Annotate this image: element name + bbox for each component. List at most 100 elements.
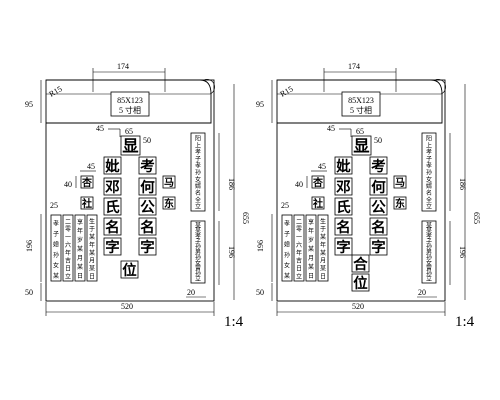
left-col-text-4-char: 某 — [89, 234, 95, 241]
right-lower-text-char: 曾 — [195, 264, 201, 272]
char-she-box — [80, 196, 94, 210]
left-col-box-4 — [86, 214, 98, 282]
left-col-text-4-char: 某 — [320, 266, 326, 273]
left-col-text-3-char: 岁 — [77, 236, 83, 244]
left-col-text-2-char: 二 — [65, 218, 71, 225]
left-col-text-2-char: 吉 — [296, 258, 302, 265]
char-wei: 位 — [353, 274, 368, 292]
right-lower-text-char: 子 — [426, 238, 432, 245]
dim-186: 186 — [227, 178, 236, 190]
left-col-text-3-char: 享 — [308, 218, 314, 226]
left-col-box-2 — [62, 214, 74, 282]
right-lower-text-char: 曾 — [426, 264, 432, 272]
char-ming-left: 名 — [336, 218, 350, 236]
char-ma-box — [162, 175, 176, 189]
right-upper-col-box — [421, 132, 437, 212]
left-col-text-3-char: 年 — [77, 227, 83, 235]
dim-r15: R15 — [48, 84, 64, 98]
right-lower-text-char: 男 — [426, 249, 432, 256]
dim-655: 655 — [472, 212, 481, 224]
left-col-text-4-char: 生 — [320, 217, 326, 225]
right-upper-text-char: 婿 — [195, 182, 201, 190]
left-col-text-2-char: 年 — [296, 249, 302, 257]
left-col-text-2-char: 六 — [65, 241, 71, 249]
right-upper-text-char: 婿 — [426, 182, 432, 190]
dim-65: 65 — [356, 127, 364, 136]
left-col-text-3-char: 享 — [77, 218, 83, 226]
char-gong-box — [138, 197, 157, 216]
dim-25: 25 — [281, 201, 289, 210]
left-col-box-1 — [50, 214, 62, 282]
right-upper-text-char: 女 — [426, 175, 432, 183]
right-lower-text-char: 孝 — [426, 232, 432, 240]
char-bi: 妣 — [105, 157, 120, 175]
left-col-text-2-char: 立 — [296, 272, 302, 280]
right-lower-text-char: 孙 — [426, 243, 432, 251]
right-upper-text-char: 名 — [195, 189, 201, 197]
dim-top-width: 174 — [348, 62, 360, 71]
left-col-text-1-char: 女 — [53, 261, 59, 269]
char-xing-box — [80, 175, 94, 189]
photo-inch-label: 5 寸相 — [119, 105, 141, 115]
right-lower-text-char: 女 — [426, 259, 432, 267]
right-upper-text-char: 女 — [195, 175, 201, 183]
dim-20: 20 — [418, 288, 426, 297]
left-col-text-1-char: 媳 — [284, 240, 290, 248]
char-deng: 邓 — [105, 179, 119, 196]
photo-size-label: 85X123 — [117, 96, 143, 105]
left-col-text-1-char: 孙 — [53, 251, 59, 259]
left-col-text-3-char: 岁 — [308, 236, 314, 244]
right-upper-text-char: 阳 — [426, 134, 432, 142]
char-xian-box — [120, 135, 141, 156]
char-kao: 考 — [140, 158, 154, 175]
right-lower-text-char: 某 — [426, 228, 432, 235]
right-upper-text-char: 孙 — [426, 169, 432, 177]
char-ming-right: 名 — [140, 218, 154, 236]
char-ming-left-box — [103, 217, 122, 236]
char-bi: 妣 — [336, 157, 351, 175]
char-zi-left: 字 — [336, 238, 350, 256]
left-col-text-4-char: 某 — [320, 234, 326, 241]
char-deng: 邓 — [336, 179, 350, 196]
dim-40: 40 — [295, 180, 303, 189]
left-col-text-4-char: 年 — [320, 241, 326, 249]
right-lower-text-char: 某 — [195, 222, 201, 229]
photo-box — [110, 91, 150, 117]
right-lower-text-char: 某 — [426, 222, 432, 229]
left-col-box-2 — [293, 214, 305, 282]
left-col-text-4-char: 某 — [320, 250, 326, 257]
dim-520: 520 — [121, 302, 133, 311]
left-col-text-2-char: 日 — [65, 266, 71, 273]
dim-45a: 45 — [96, 124, 104, 133]
right-lower-text-char: 子 — [195, 238, 201, 245]
right-upper-text-char: 全 — [195, 196, 201, 204]
left-col-text-1-char: 孝 — [53, 219, 59, 227]
left-col-text-4-char: 月 — [320, 258, 326, 265]
dim-left-95: 95 — [25, 100, 33, 109]
char-ma: 马 — [164, 177, 174, 189]
char-shi-box — [334, 197, 353, 216]
left-col-text-3-char: 日 — [77, 273, 83, 280]
char-ming-left: 名 — [105, 218, 119, 236]
char-kao: 考 — [371, 158, 385, 175]
char-bi-box — [103, 156, 122, 175]
char-dong: 东 — [395, 197, 405, 210]
photo-size-label: 85X123 — [348, 96, 374, 105]
left-col-text-2-char: 立 — [65, 272, 71, 280]
dim-45b: 45 — [87, 162, 95, 171]
photo-box — [341, 91, 381, 117]
right-lower-text-char: 女 — [195, 259, 201, 267]
char-ming-right-box — [138, 217, 157, 236]
left-col-text-1-char: 孙 — [284, 251, 290, 259]
char-zi-right-box — [369, 237, 388, 256]
right-upper-text-char: 阳 — [195, 134, 201, 142]
right-upper-text-char: 孝 — [426, 162, 432, 170]
dim-45b: 45 — [318, 162, 326, 171]
left-col-text-4-char: 日 — [89, 273, 95, 280]
